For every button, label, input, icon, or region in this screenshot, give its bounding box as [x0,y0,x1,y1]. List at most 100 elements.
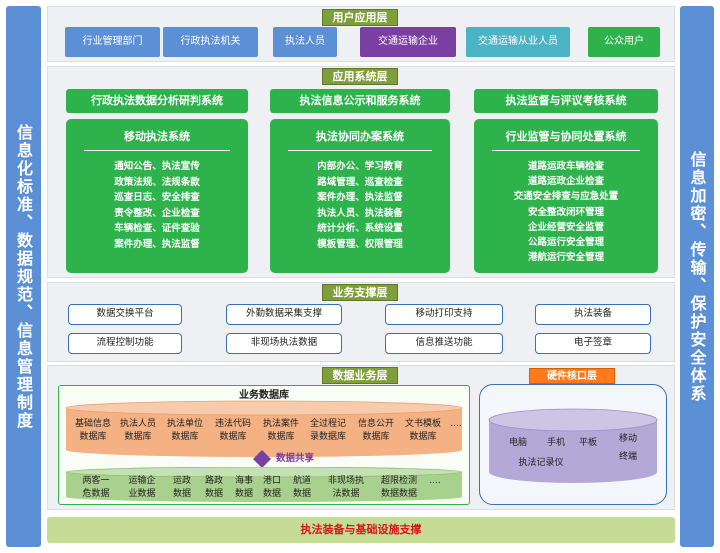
db-item: .... [446,418,466,431]
system-3-item: 交通安全排查与应急处置 [513,191,619,203]
hardware-title: 硬件核口层 [529,368,615,384]
support-row1-item-1[interactable]: 数据交换平台 [68,304,182,325]
top-system-3[interactable]: 执法监督与评议考核系统 [474,89,658,113]
share-item-line1: 航道 [292,476,311,486]
db-item-line2: 数据库 [79,432,107,442]
hardware-item-mobile: 移动 [618,434,637,444]
support-row2-item-3[interactable]: 信息推送功能 [385,333,503,354]
share-item-line1: 非现场执 [327,476,364,486]
data-share-label: 数据共享 [276,453,315,464]
system-2-item: 模板管理、权限管理 [317,238,403,250]
user-3-button[interactable]: 执法人员 [273,27,337,57]
hardware-item-terminal: 终端 [618,452,637,462]
db-item: 信息公开数据库 [353,418,399,444]
left-sidebar: 信息化标准、数据规范、信息管理制度 [6,6,41,547]
db-item-line1: 违法代码 [214,419,251,429]
system-2-item: 统计分析、系统设置 [317,223,403,235]
hardware-item-recorder: 执法记录仪 [518,458,564,468]
infrastructure-bar: 执法装备与基础设施支撑 [47,517,675,543]
system-1-item: 案件办理、执法监督 [114,238,200,250]
user-2-button[interactable]: 行政执法机关 [163,27,258,57]
system-1-item: 责令整改、企业检查 [114,207,200,219]
system-1-item: 政策法规、法规条款 [114,176,200,188]
support-row1-item-4[interactable]: 执法装备 [535,304,651,325]
hardware-item-phone: 手机 [546,438,565,448]
share-item-line2: 法数据 [332,489,360,499]
db-item-line2: 数据库 [171,432,199,442]
share-item-line2: 数据 [204,489,223,499]
system-title-1: 移动执法系统 [124,130,190,143]
system-3-item: 企业经营安全监管 [527,221,604,233]
support-layer-title: 业务支撑层 [322,284,398,301]
support-row2-item-1[interactable]: 流程控制功能 [68,333,182,354]
system-3-item: 道路运政企业检查 [527,176,604,188]
system-panel-2: 执法协同办案系统内部办公、学习教育路域管理、巡查检查案件办理、执法监督执法人员、… [270,119,450,273]
user-4-button[interactable]: 交通运输企业 [360,27,456,57]
system-3-item: 港航运行安全管理 [527,252,604,264]
db-item: 违法代码数据库 [210,418,256,444]
system-2-item: 路域管理、巡查检查 [317,176,403,188]
support-row2-item-2[interactable]: 非现场执法数据 [226,333,342,354]
db-item: 全过程记录数据库 [305,418,351,444]
share-item-line1: 超限检测 [380,476,417,486]
db-item-line1: 执法人员 [119,419,156,429]
system-1-item: 通知公告、执法宣传 [114,161,200,172]
business-db-title: 业务数据库 [239,390,289,401]
support-row1-item-3[interactable]: 移动打印支持 [385,304,503,325]
system-panel-3: 行业监管与协同处置系统道路运政车辆检查道路运政企业检查交通安全排查与应急处置安全… [474,119,658,273]
share-item-line2: 数据 [292,489,311,499]
support-row1-item-2[interactable]: 外勤数据采集支撑 [226,304,342,325]
hardware-item-pc: 电脑 [508,438,527,448]
system-3-item: 公路运行安全管理 [527,237,604,249]
share-item: 港口数据 [259,475,285,501]
share-item-line1: 海事 [234,476,253,486]
system-divider-1 [84,150,230,151]
top-system-2[interactable]: 执法信息公示和服务系统 [270,89,450,113]
share-db-cylinder [65,467,463,502]
db-item-line2: 数据库 [267,432,295,442]
db-item-line1: 全过程记 [309,419,346,429]
share-item-line1: .... [429,476,441,486]
db-item: 基础信息数据库 [70,418,116,444]
share-item: 海事数据 [230,475,258,501]
db-item-line1: .... [450,419,462,429]
share-item-line1: 运政 [172,476,191,486]
db-item-line2: 数据库 [409,432,437,442]
share-item-line1: 运输企 [128,476,156,486]
share-item-line2: 业数据 [128,489,156,499]
db-item-line2: 数据库 [219,432,247,442]
business-db-cylinder [65,400,463,457]
system-2-item: 案件办理、执法监督 [317,192,403,204]
user-6-button[interactable]: 公众用户 [588,27,660,57]
system-1-item: 车辆检查、证件查验 [114,223,200,235]
system-title-3: 行业监管与协同处置系统 [505,130,627,143]
db-item: 文书模板数据库 [400,418,446,444]
share-item-line1: 两客一 [82,476,110,486]
db-item: 执法单位数据库 [162,418,208,444]
top-system-1[interactable]: 行政执法数据分析研判系统 [66,89,248,113]
db-item-line1: 执法案件 [262,419,299,429]
db-item-line1: 信息公开 [357,419,394,429]
share-item-line2: 数据 [172,489,191,499]
user-1-button[interactable]: 行业管理部门 [65,27,160,57]
system-2-item: 内部办公、学习教育 [317,161,403,172]
db-item: 执法案件数据库 [258,418,304,444]
share-item: 运政数据 [166,475,198,501]
user-5-button[interactable]: 交通运输从业人员 [466,27,570,57]
system-divider-3 [492,150,640,151]
data-share-arrow-icon [253,450,271,468]
db-item-line1: 基础信息 [74,419,111,429]
share-item: 路政数据 [199,475,229,501]
db-item-line2: 数据库 [362,432,390,442]
app-layer-title: 应用系统层 [322,68,398,85]
share-item-line2: 数据数据 [380,489,417,499]
share-item-line2: 危数据 [82,489,110,499]
system-title-2: 执法协同办案系统 [316,130,404,143]
share-item: 两客一危数据 [74,475,118,501]
db-item-line1: 执法单位 [166,419,203,429]
support-row2-item-4[interactable]: 电子签章 [535,333,651,354]
share-item: 航道数据 [286,475,318,501]
share-item: 运输企业数据 [121,475,163,501]
db-item: 执法人员数据库 [115,418,161,444]
share-item: 超限检测数据数据 [374,475,424,501]
